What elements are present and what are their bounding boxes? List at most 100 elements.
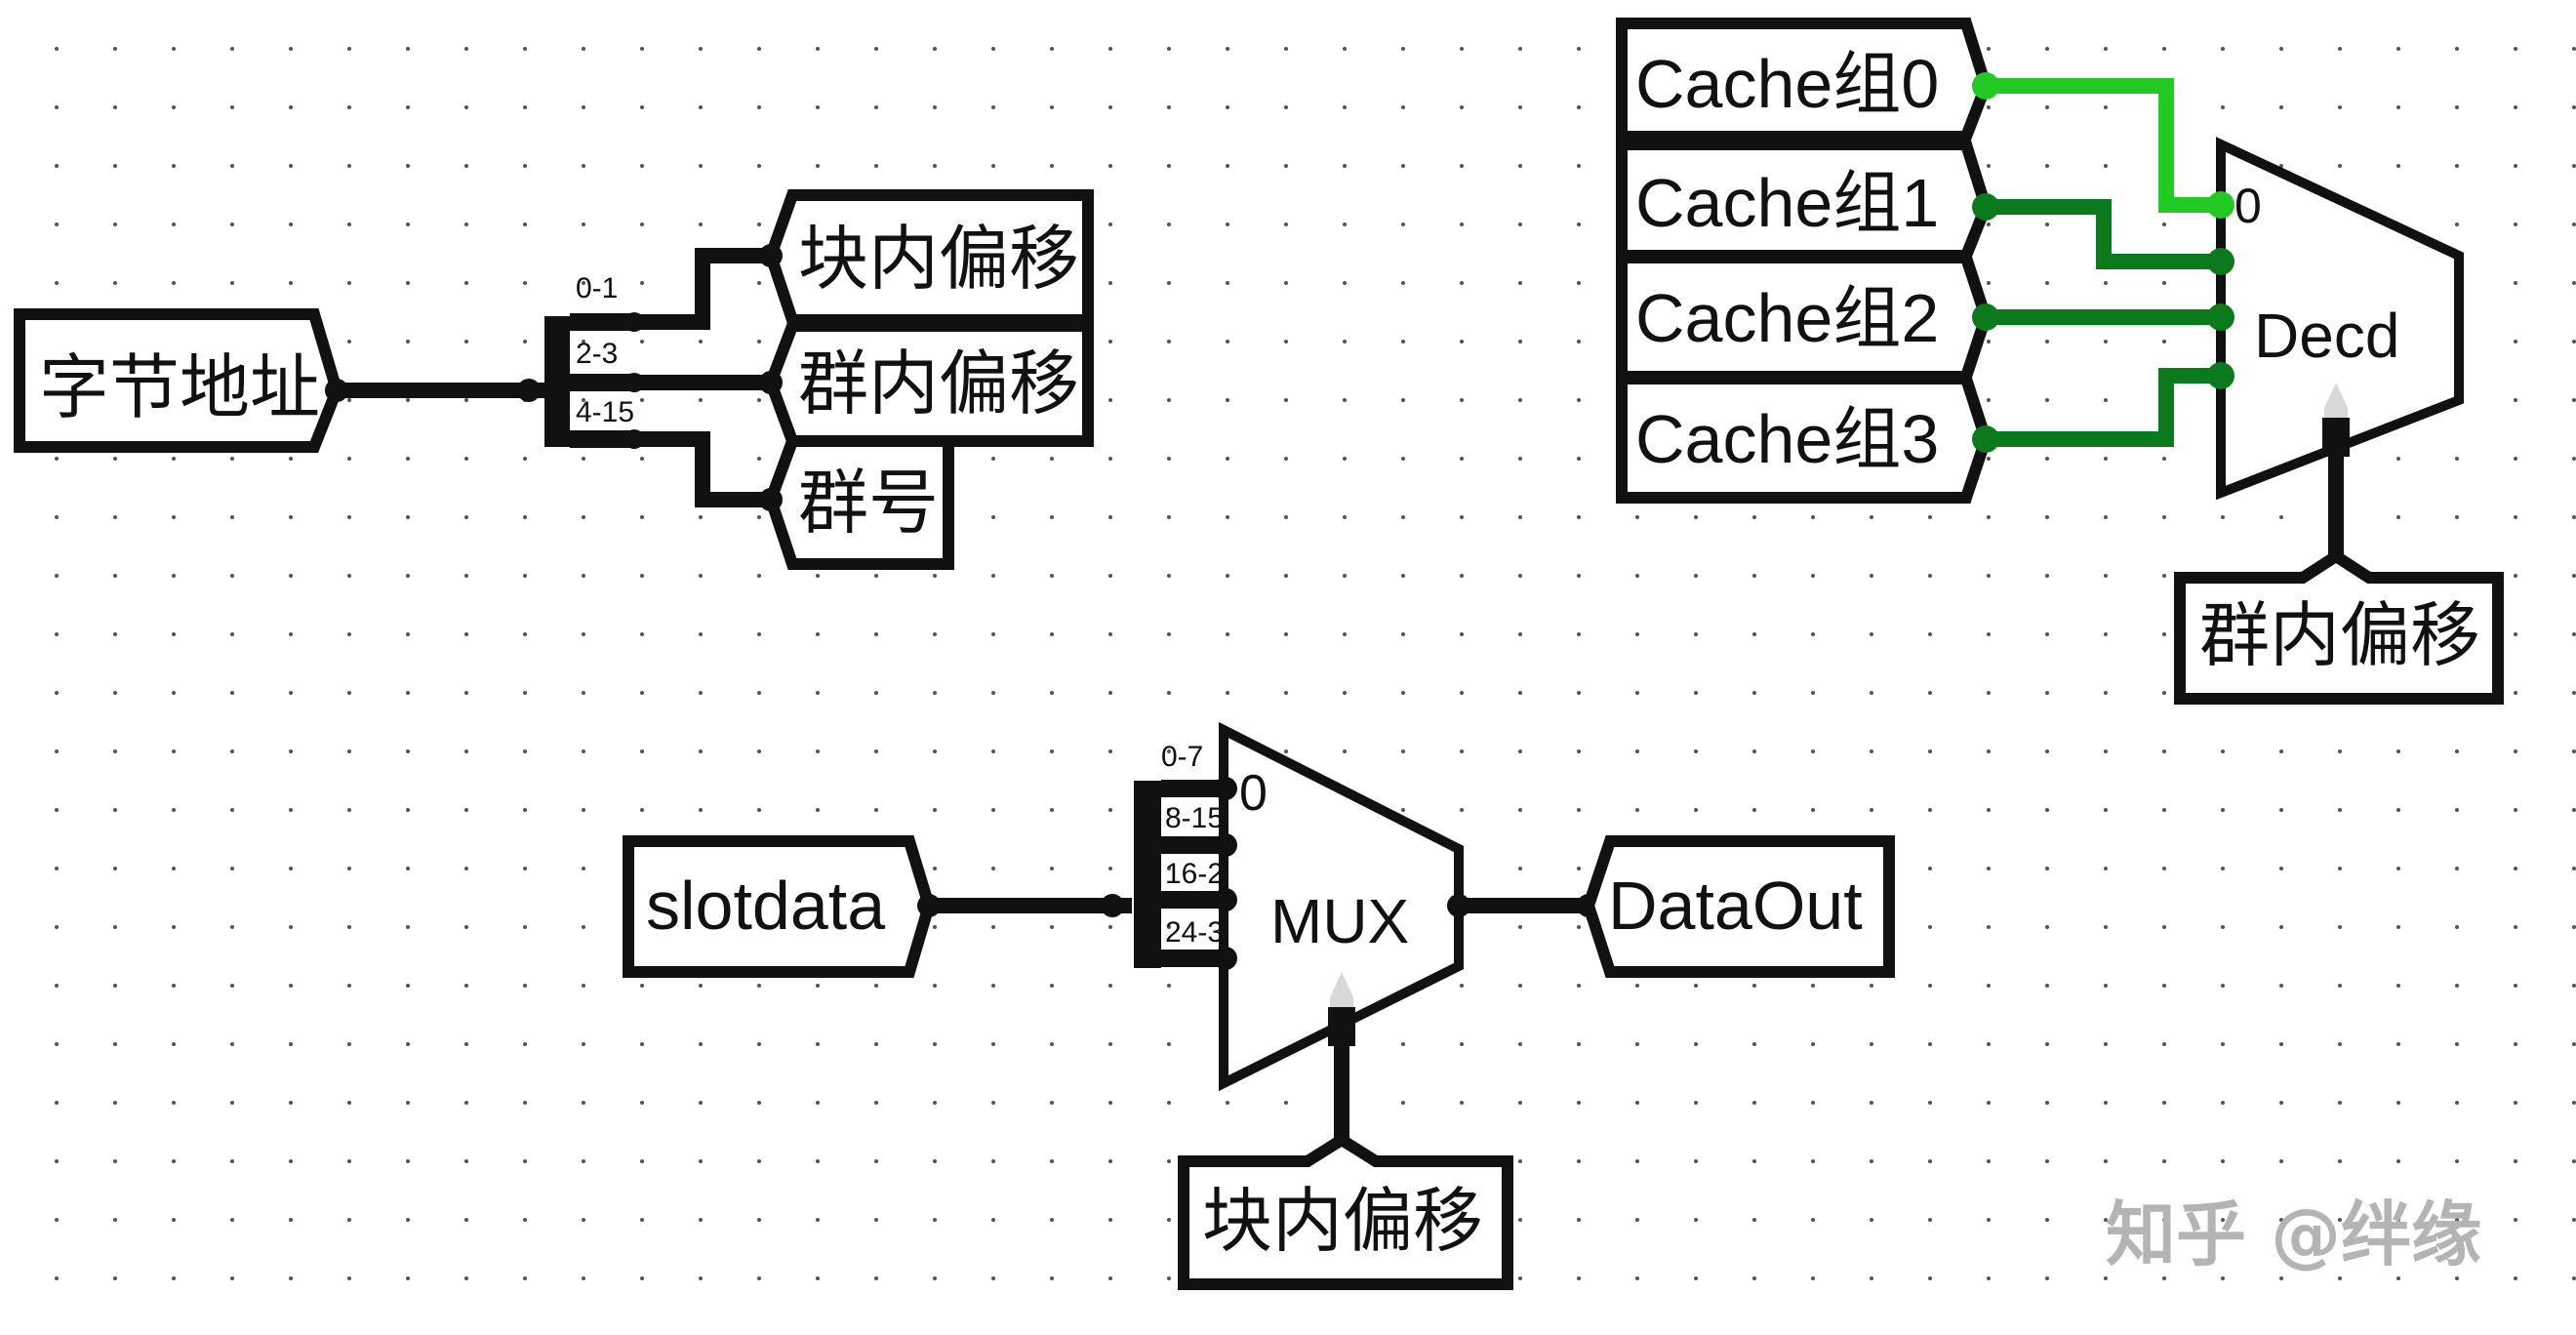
grid-dot [1460, 632, 1464, 636]
grid-dot [582, 691, 585, 695]
cache-group-pin[interactable]: Cache组3 [1616, 373, 1992, 504]
grid-dot [1811, 1042, 1815, 1046]
grid-dot [2221, 47, 2225, 51]
tunnel-data-out[interactable]: DataOut [1582, 835, 1895, 978]
grid-dot [1167, 632, 1171, 636]
grid-dot [2572, 1218, 2576, 1222]
grid-dot [464, 691, 468, 695]
grid-dot [1870, 574, 1873, 578]
grid-dot [172, 457, 176, 461]
grid-dot [1987, 574, 1991, 578]
grid-dot [699, 222, 703, 226]
grid-dot [523, 222, 527, 226]
grid-dot [933, 574, 937, 578]
cache-group-pin[interactable]: Cache组1 [1616, 139, 1992, 262]
grid-dot [523, 867, 527, 870]
grid-dot [289, 1101, 293, 1105]
grid-dot [464, 574, 468, 578]
grid-dot [2045, 340, 2049, 344]
grid-dot [2162, 984, 2166, 988]
grid-dot [1108, 164, 1112, 168]
grid-dot [172, 808, 176, 812]
grid-dot [582, 164, 585, 168]
grid-dot [2338, 47, 2342, 51]
grid-dot [1050, 515, 1054, 519]
tunnel-block-offset[interactable]: 块内偏移 [764, 189, 1094, 326]
grid-dot [582, 47, 585, 51]
grid-dot [289, 47, 293, 51]
grid-dot [2279, 47, 2283, 51]
grid-dot [113, 281, 117, 285]
cache-group-pin[interactable]: Cache组0 [1616, 18, 1992, 142]
grid-dot [1577, 515, 1581, 519]
grid-dot [406, 1218, 410, 1222]
grid-dot [2396, 47, 2400, 51]
tunnel-group-number[interactable]: 群号 [764, 435, 954, 570]
tunnel-label: DataOut [1608, 868, 1863, 944]
grid-dot [289, 925, 293, 929]
grid-dot [523, 1101, 527, 1105]
grid-dot [2572, 1159, 2576, 1163]
grid-dot [2104, 749, 2108, 753]
grid-dot [2104, 47, 2108, 51]
grid-dot [172, 1042, 176, 1046]
grid-dot [816, 1276, 820, 1280]
grid-dot [2572, 1042, 2576, 1046]
splitter-bar[interactable] [1134, 781, 1161, 968]
grid-dot [2221, 1276, 2225, 1280]
cache-group-pin[interactable]: Cache组2 [1616, 252, 1992, 383]
grid-dot [1928, 925, 1932, 929]
grid-dot [1518, 457, 1522, 461]
grid-dot [1401, 632, 1405, 636]
grid-dot [1928, 1218, 1932, 1222]
grid-dot [1108, 749, 1112, 753]
wire-active [1986, 78, 2221, 213]
grid-dot [230, 867, 234, 870]
pin-byte-address[interactable]: 字节地址 [14, 308, 343, 453]
grid-dot [1226, 515, 1229, 519]
grid-dot [1050, 1101, 1054, 1105]
grid-dot [2221, 925, 2225, 929]
grid-dot [230, 457, 234, 461]
tunnel-group-offset[interactable]: 群内偏移 [764, 320, 1094, 447]
grid-dot [699, 1276, 703, 1280]
grid-dot [523, 164, 527, 168]
grid-dot [2162, 808, 2166, 812]
grid-dot [172, 222, 176, 226]
grid-dot [406, 457, 410, 461]
tunnel-mux-select[interactable]: 块内偏移 [1178, 1132, 1513, 1290]
grid-dot [1167, 222, 1171, 226]
grid-dot [582, 632, 585, 636]
grid-dot [1577, 1101, 1581, 1105]
grid-dot [230, 1276, 234, 1280]
grid-dot [172, 1101, 176, 1105]
grid-dot [1928, 691, 1932, 695]
grid-dot [523, 340, 527, 344]
port-dot [1214, 777, 1237, 800]
tunnel-decoder-select[interactable]: 群内偏移 [2174, 548, 2504, 705]
grid-dot [1167, 340, 1171, 344]
grid-dot [640, 281, 644, 285]
grid-dot [991, 1042, 995, 1046]
grid-dot [55, 1276, 59, 1280]
grid-dot [757, 398, 761, 402]
grid-dot [1108, 1276, 1112, 1280]
grid-dot [874, 632, 878, 636]
grid-dot [1167, 1159, 1171, 1163]
grid-dot [406, 925, 410, 929]
grid-dot [2045, 47, 2049, 51]
grid-dot [2396, 925, 2400, 929]
grid-dot [1694, 515, 1698, 519]
grid-dot [1167, 457, 1171, 461]
pin-slotdata[interactable]: slotdata [623, 835, 936, 978]
splitter-bar[interactable] [544, 316, 570, 447]
grid-dot [2045, 574, 2049, 578]
grid-dot [55, 632, 59, 636]
select-pin-tip [1330, 972, 1353, 1015]
grid-dot [1050, 47, 1054, 51]
grid-dot [2162, 515, 2166, 519]
grid-dot [2045, 105, 2049, 109]
grid-dot [1518, 1218, 1522, 1222]
grid-dot [523, 808, 527, 812]
